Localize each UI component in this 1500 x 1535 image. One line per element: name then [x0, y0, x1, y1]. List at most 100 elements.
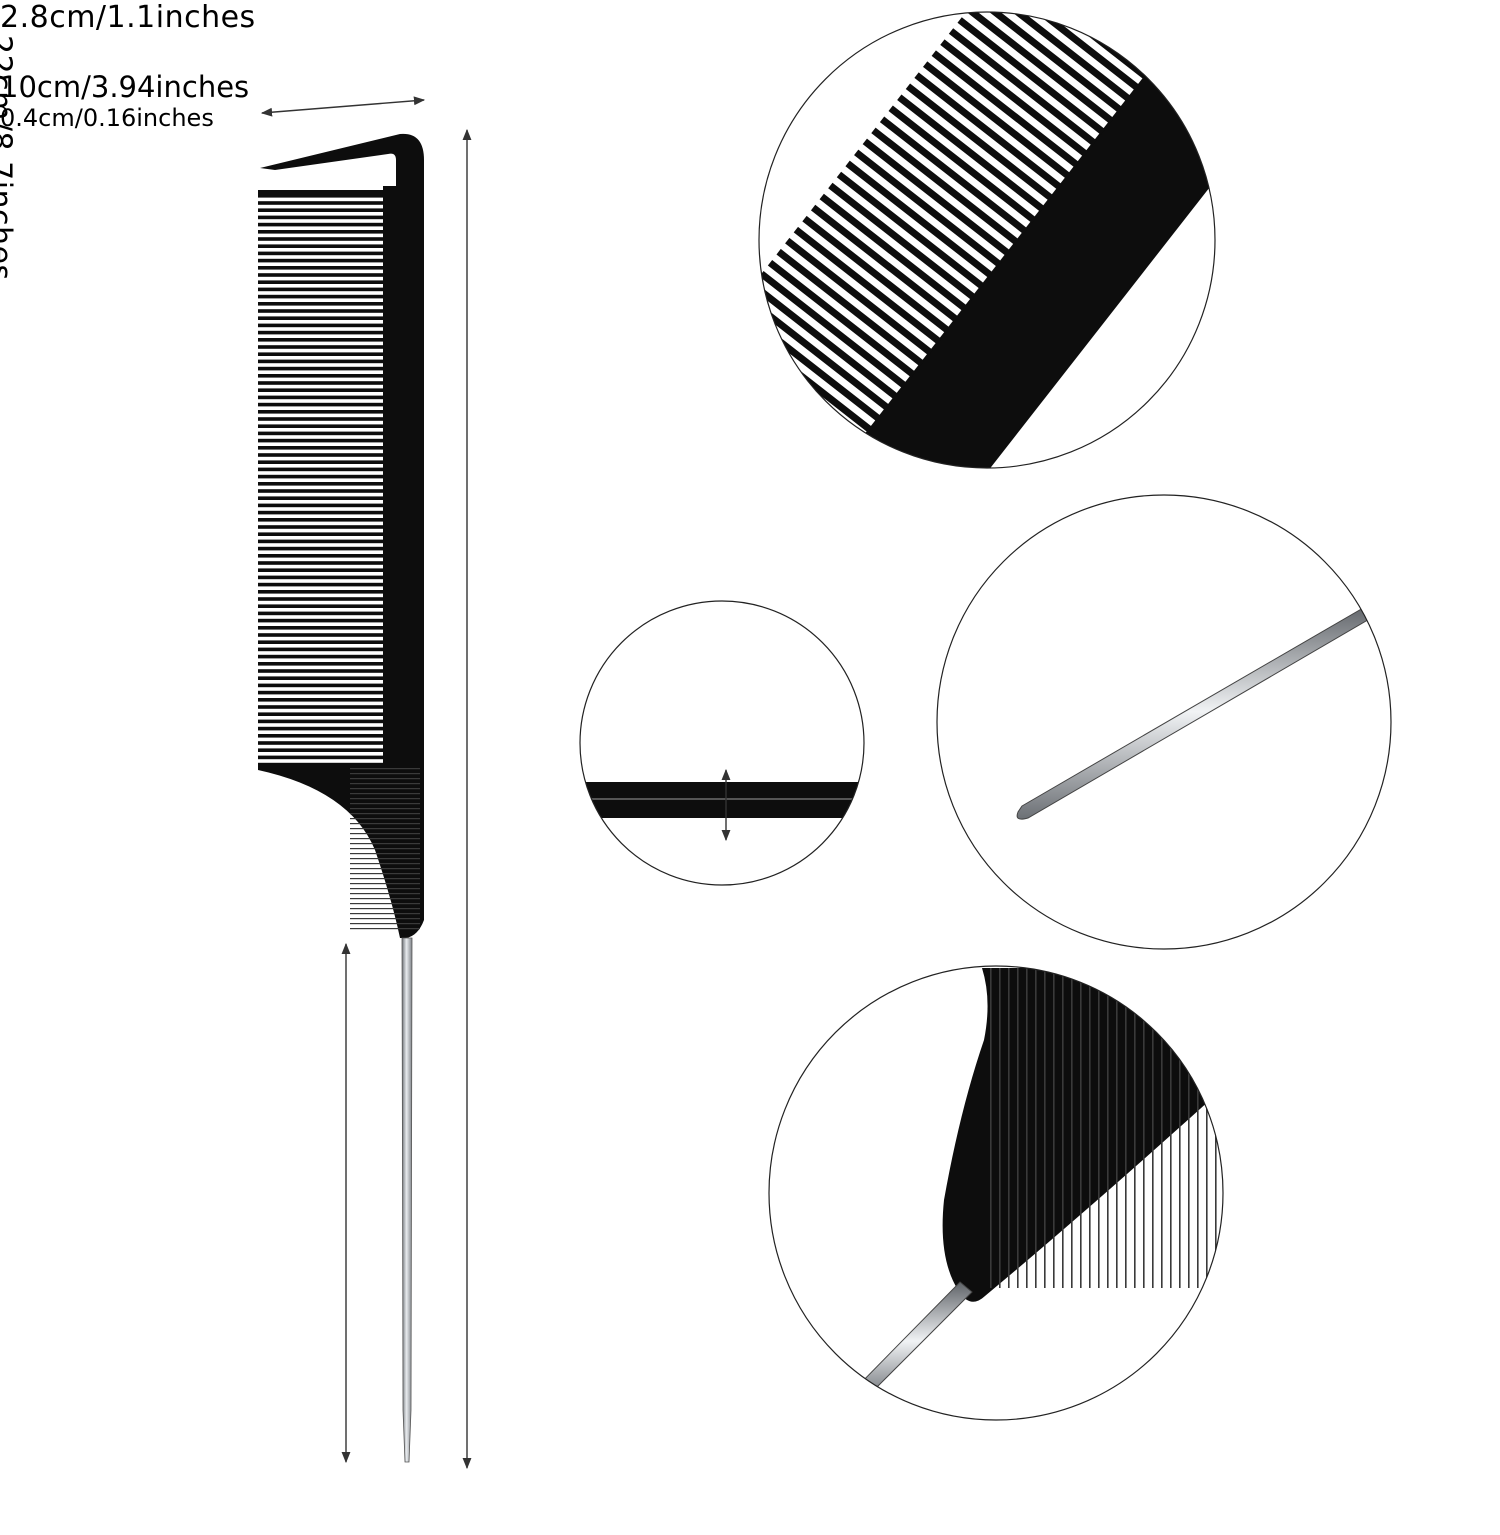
zoom-tooth — [767, 259, 916, 378]
comb-tooth — [258, 618, 383, 623]
pin-length-label: 10cm/3.94inches — [0, 70, 250, 104]
detail-circle-pin-tip — [936, 494, 1392, 950]
comb-tooth — [258, 503, 383, 508]
zoom-ridge — [1134, 968, 1136, 1288]
zoom-tooth — [948, 28, 1097, 146]
comb-tooth — [258, 741, 383, 745]
zoom-tooth — [854, 149, 1002, 268]
tail-ridge — [350, 798, 420, 800]
detail-circle-tail — [768, 965, 1235, 1421]
comb-tooth — [258, 294, 383, 299]
comb-tooth — [258, 208, 383, 212]
comb-tooth — [258, 525, 383, 529]
comb-tooth — [258, 669, 383, 673]
zoom-ridge — [1152, 968, 1154, 1288]
zoom-tooth — [1043, 12, 1192, 25]
zoom-ridge — [1161, 968, 1163, 1288]
comb-tooth — [258, 546, 383, 551]
tail-ridge — [350, 828, 420, 830]
comb-tooth — [258, 611, 383, 616]
zoom-tooth — [759, 282, 899, 400]
zoom-tooth — [793, 226, 942, 345]
comb-tooth — [258, 374, 383, 378]
zoom-tooth — [966, 12, 1114, 124]
tail-ridge — [350, 813, 420, 815]
comb-tooth — [258, 359, 383, 364]
zoom-ridge — [1215, 968, 1217, 1288]
comb-tooth — [258, 539, 383, 544]
tail-ridge — [350, 793, 420, 795]
comb-tooth — [258, 633, 383, 637]
comb-tooth — [258, 726, 383, 731]
zoom-ridge — [999, 968, 1001, 1288]
zoom-tooth — [759, 293, 890, 411]
zoom-ridge — [1197, 968, 1199, 1288]
comb-tooth — [258, 388, 383, 392]
tail-ridge — [350, 893, 420, 895]
comb-tooth — [258, 446, 383, 450]
comb-tooth — [258, 568, 383, 572]
comb-tooth — [258, 438, 383, 443]
zoom-ridge — [1026, 968, 1028, 1288]
tail-ridge — [350, 768, 420, 770]
zoom-ridge — [1053, 968, 1055, 1288]
comb-tooth — [258, 510, 383, 515]
zoom-ridge — [1089, 968, 1091, 1288]
tail-ridge — [350, 863, 420, 865]
comb-tooth — [258, 323, 383, 328]
comb-tooth — [258, 302, 383, 306]
zoom-tooth — [759, 270, 907, 389]
zoom-ridge — [1125, 968, 1127, 1288]
zoom-tooth — [810, 204, 959, 323]
comb-tooth — [258, 482, 383, 486]
zoom-tooth — [940, 39, 1088, 157]
zoom-tooth — [828, 182, 976, 301]
zoom-ridge — [1170, 968, 1172, 1288]
tail-ridge — [350, 838, 420, 840]
zoom-tooth — [759, 359, 839, 468]
comb-tooth — [258, 309, 383, 313]
zoom-ridge — [1233, 968, 1235, 1288]
zoom-tooth — [905, 83, 1054, 202]
comb-tooth — [258, 734, 383, 738]
comb-tooth — [258, 366, 383, 371]
zoom-tooth — [845, 160, 994, 279]
comb-tooth — [258, 496, 383, 500]
zoom-tooth — [759, 315, 873, 433]
zoom-ridge — [1044, 968, 1046, 1288]
comb-tooth — [258, 647, 383, 652]
tail-ridge — [350, 818, 420, 820]
zoom-ridge — [1098, 968, 1100, 1288]
comb-tooth — [258, 676, 383, 680]
comb-tooth — [258, 194, 383, 198]
comb-tooth — [258, 381, 383, 385]
comb-tooth — [258, 410, 383, 414]
comb-tooth — [258, 582, 383, 587]
tail-ridge — [350, 918, 420, 920]
comb-tooth — [258, 222, 383, 227]
comb-tooth — [258, 474, 383, 479]
zoom-tooth — [888, 105, 1037, 224]
zoom-ridge — [1071, 968, 1073, 1288]
comb-tooth — [258, 532, 383, 536]
comb-tooth — [258, 258, 383, 263]
zoom-tooth — [836, 171, 985, 290]
tail-ridge — [350, 868, 420, 870]
tail-ridge — [350, 923, 420, 925]
comb-pin — [401, 937, 413, 1463]
zoom-tooth — [802, 215, 951, 334]
tail-ridge — [350, 843, 420, 845]
zoom-ridge — [1224, 968, 1226, 1288]
zoom-tooth — [879, 116, 1028, 235]
zoom-tooth — [759, 381, 821, 468]
width-label: 2.8cm/1.1inches — [0, 0, 256, 35]
zoom-tooth — [759, 392, 813, 468]
zoom-tooth — [914, 72, 1063, 190]
detail-circle-thickness — [579, 600, 865, 886]
comb-hook — [260, 133, 424, 188]
tail-ridge — [350, 888, 420, 890]
comb-tooth — [258, 460, 383, 464]
zoom-ridge — [1143, 968, 1145, 1288]
zoom-ridge — [1080, 968, 1082, 1288]
comb-tooth — [258, 417, 383, 421]
